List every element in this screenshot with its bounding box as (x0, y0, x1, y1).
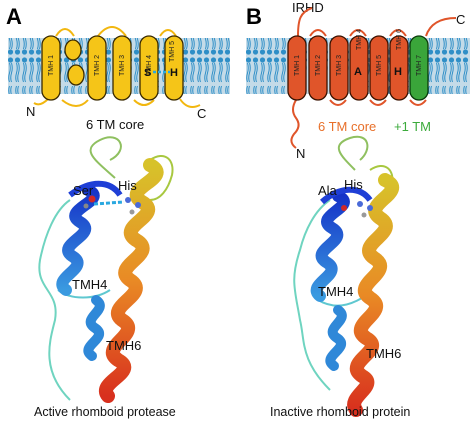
helix-b-7 (409, 35, 429, 101)
helix-b-1 (287, 35, 307, 101)
helix-b-label-6: TMH 6 (396, 29, 403, 50)
helix-a-2b (67, 64, 85, 86)
helix-b-2 (308, 35, 328, 101)
tmh6-label-a: TMH6 (106, 338, 141, 353)
tmh4-label-b: TMH4 (318, 284, 353, 299)
helix-a-4 (112, 35, 132, 101)
residue-ser-label: Ser (73, 183, 94, 198)
residue-his-label-a: His (118, 178, 137, 193)
panel-b-letter: B (246, 4, 262, 29)
helix-a-label-4: TMH 4 (146, 55, 153, 76)
helices-a (41, 35, 184, 101)
helix-a-1 (41, 35, 61, 101)
helix-b-4 (349, 35, 369, 101)
caption-b: Inactive rhomboid protein (270, 405, 410, 419)
helix-a-6 (164, 35, 184, 101)
n-terminus-b: N (296, 146, 305, 161)
residue-ala-label: Ala (318, 183, 338, 198)
helix-a-label-1: TMH 1 (48, 55, 55, 76)
plus-tm-label: +1 TM (394, 119, 431, 134)
helix-b-label-5: TMH 5 (376, 55, 383, 76)
catalytic-a-letter: A (354, 66, 362, 78)
helix-a-5 (139, 35, 159, 101)
caption-a: Active rhomboid protease (34, 405, 176, 419)
helix-b-3 (329, 35, 349, 101)
c-terminus-a: C (197, 106, 206, 121)
helix-b-5 (369, 35, 389, 101)
tmh4-label-a: TMH4 (72, 277, 107, 292)
helix-b-label-4: TMH 4 (356, 29, 363, 50)
panel-a-letter: A (6, 4, 22, 29)
helix-b-6 (389, 35, 409, 101)
helix-b-label-7: TMH 7 (416, 55, 423, 76)
catalytic-s-letter: S (144, 67, 151, 79)
helix-b-label-3: TMH 3 (336, 55, 343, 76)
n-terminus-a: N (26, 104, 35, 119)
helix-a-label-5: TMH 5 (169, 41, 176, 62)
helix-b-label-1: TMH 1 (294, 55, 301, 76)
helices-b (287, 35, 429, 101)
catalytic-h-letter: H (170, 67, 178, 79)
tmh6-label-b: TMH6 (366, 346, 401, 361)
core-label-b: 6 TM core (318, 119, 376, 134)
loops-b (290, 7, 457, 149)
core-label-a: 6 TM core (86, 117, 144, 132)
helix-a-label-2: TMH 2 (94, 55, 101, 76)
helix-a-3 (87, 35, 107, 101)
loops-a (33, 26, 201, 108)
irhd-label: IRHD (292, 0, 324, 15)
ribbon-structure-a (38, 136, 174, 403)
helix-b-label-2: TMH 2 (315, 55, 322, 76)
c-terminus-b: C (456, 12, 465, 27)
catalytic-h-letter-b: H (394, 66, 402, 78)
ribbon-structure-b (293, 135, 400, 417)
residue-his-label-b: His (344, 177, 363, 192)
helix-a-label-3: TMH 3 (119, 55, 126, 76)
helix-a-2a (64, 39, 82, 61)
